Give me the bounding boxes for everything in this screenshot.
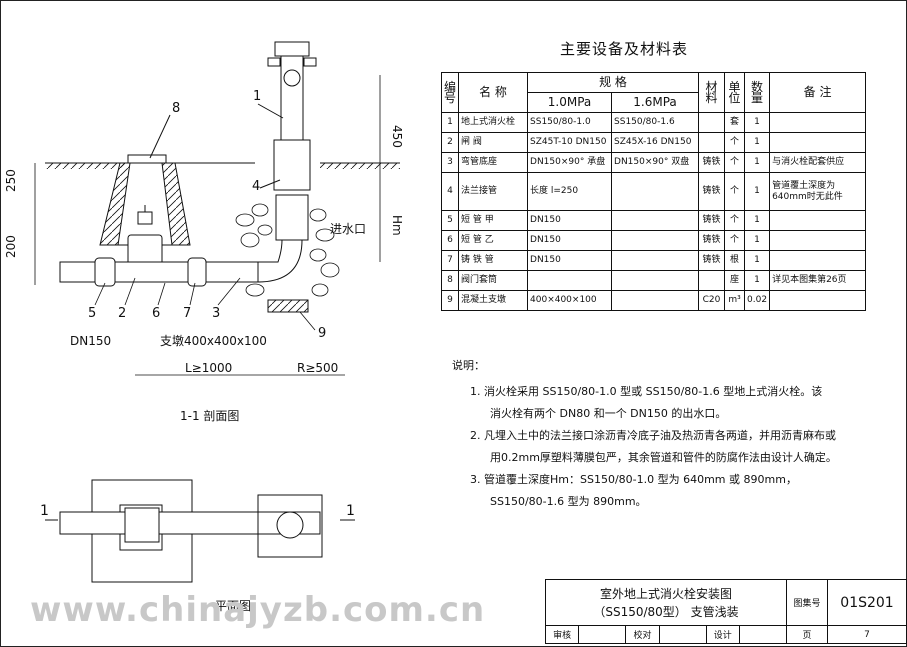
hdr-name: 名 称 <box>458 72 529 113</box>
svg-text:6: 6 <box>152 306 160 321</box>
svg-text:4: 4 <box>252 179 260 194</box>
hdr-qty: 数量 <box>744 72 771 113</box>
svg-text:1: 1 <box>346 503 355 519</box>
note-1: 1. 消火栓采用 SS150/80-1.0 型或 SS150/80-1.6 型地… <box>470 385 823 398</box>
svg-text:Hm: Hm <box>390 215 404 236</box>
note-2-cont: 用0.2mm厚塑料薄膜包严，其余管道和管件的防腐作法由设计人确定。 <box>490 451 837 464</box>
plan-view <box>45 479 355 583</box>
notes: 说明： 1. 消火栓采用 SS150/80-1.0 型或 SS150/80-1.… <box>452 355 897 513</box>
page-number: 7 <box>827 625 907 644</box>
note-3: 3. 管道覆土深度Hm：SS150/80-1.0 型为 640mm 或 890m… <box>470 473 797 486</box>
watermark: www.chinajyzb.com.cn <box>30 590 486 630</box>
materials-title: 主要设备及材料表 <box>560 40 689 58</box>
notes-heading: 说明： <box>452 359 485 372</box>
buried-pipe <box>59 239 303 287</box>
svg-text:1: 1 <box>40 503 49 519</box>
drawing-title: 室外地上式消火栓安装图 （SS150/80型） 支管浅装 <box>545 579 787 626</box>
svg-text:R≥500: R≥500 <box>297 361 338 375</box>
svg-text:5: 5 <box>88 306 96 321</box>
hdr-spec: 规 格 <box>527 72 700 93</box>
concrete-support <box>267 299 309 313</box>
note-2: 2. 凡埋入土中的法兰接口涂沥青冷底子油及热沥青各两道，并用沥青麻布或 <box>470 429 836 442</box>
title-block: 室外地上式消火栓安装图 （SS150/80型） 支管浅装 图集号 01S201 … <box>544 579 907 644</box>
svg-text:8: 8 <box>172 101 180 116</box>
svg-text:进水口: 进水口 <box>330 222 366 236</box>
ground-line <box>45 162 400 169</box>
svg-text:200: 200 <box>4 235 18 258</box>
hdr-material: 材料 <box>698 72 726 113</box>
svg-text:9: 9 <box>318 326 326 341</box>
atlas-label: 图集号 <box>786 579 828 626</box>
atlas-number: 01S201 <box>827 579 907 626</box>
hydrant-body <box>267 41 317 241</box>
svg-text:450: 450 <box>390 125 404 148</box>
svg-text:支墩400x400x100: 支墩400x400x100 <box>160 334 267 348</box>
svg-text:DN150: DN150 <box>70 334 111 348</box>
svg-text:平面图: 平面图 <box>215 599 251 613</box>
note-1-cont: 消火栓有两个 DN80 和一个 DN150 的出水口。 <box>490 407 727 420</box>
svg-text:1-1 剖面图: 1-1 剖面图 <box>180 409 239 423</box>
gravel-fill <box>235 203 340 297</box>
svg-text:250: 250 <box>4 169 18 192</box>
hdr-remark: 备 注 <box>769 72 867 113</box>
svg-text:L≥1000: L≥1000 <box>185 361 232 375</box>
hdr-p2: 1.6MPa <box>611 92 700 113</box>
dimensions <box>34 75 381 376</box>
hdr-no: 编号 <box>440 72 460 113</box>
valve-chamber <box>99 154 191 246</box>
note-3-cont: SS150/80-1.6 型为 890mm。 <box>490 495 647 508</box>
svg-text:1: 1 <box>253 89 261 104</box>
hdr-unit: 单位 <box>724 72 746 113</box>
section-drawing: 1 4 8 5 2 6 7 3 9 250 200 450 Hm DN150 支… <box>4 41 404 613</box>
callouts: 1 4 8 5 2 6 7 3 9 <box>88 89 326 341</box>
svg-text:7: 7 <box>183 306 191 321</box>
svg-text:3: 3 <box>212 306 220 321</box>
svg-text:2: 2 <box>118 306 126 321</box>
hdr-p1: 1.0MPa <box>527 92 613 113</box>
